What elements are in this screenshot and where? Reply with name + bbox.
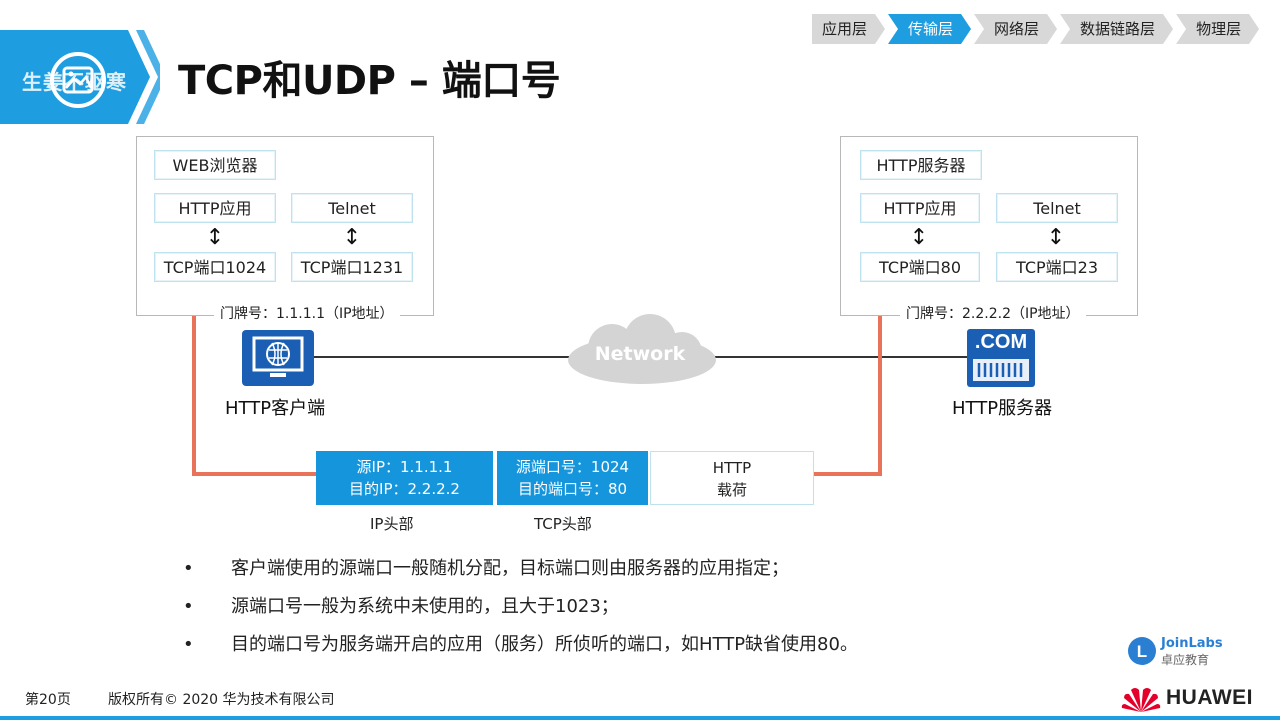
bullet-item: • 源端口号一般为系统中未使用的，且大于1023； [183,594,858,632]
layer-breadcrumb: 应用层传输层网络层数据链路层物理层 [812,14,1262,44]
server-web-icon [967,329,1035,387]
layer-step: 网络层 [974,14,1057,44]
updown-arrow-icon: ↕ [342,225,362,250]
client-tcp-port-http: TCP端口1024 [154,252,276,282]
ip-dst: 目的IP：2.2.2.2 [349,480,460,498]
payload-line1: HTTP [712,459,752,477]
client-label: HTTP客户端 [225,398,326,419]
layer-step: 物理层 [1176,14,1259,44]
http-payload-block: HTTP 载荷 [650,451,814,505]
image-icon [50,52,106,108]
bullet-item: • 客户端使用的源端口一般随机分配，目标端口则由服务器的应用指定； [183,556,858,594]
bullet-text: 目的端口号为服务端开启的应用（服务）所侦听的端口，如HTTP缺省使用80。 [231,634,858,655]
network-label: Network [594,343,686,365]
layer-step: 传输层 [888,14,971,44]
payload-line2: 载荷 [716,481,747,499]
client-address: 门牌号：1.1.1.1（IP地址） [214,303,400,323]
huawei-logo-icon [1121,688,1161,712]
port-dst: 目的端口号：80 [517,480,628,498]
joinlabs-name: JoinLabs [1161,636,1223,651]
tcp-header-label: TCP头部 [534,515,592,533]
bullet-text: 客户端使用的源端口一般随机分配，目标端口则由服务器的应用指定； [231,558,789,579]
inbound-flow-line [814,298,882,476]
updown-arrow-icon: ↕ [205,225,225,250]
svg-text:L: L [1137,642,1147,661]
header-banner: 生姜不驱寒 [0,30,166,124]
bullet-dot: • [183,596,194,617]
server-tcp-port-http: TCP端口80 [860,252,980,282]
bullet-text: 源端口号一般为系统中未使用的，且大于1023； [231,596,619,617]
layer-step: 数据链路层 [1060,14,1173,44]
joinlabs-logo-icon: L [1128,637,1156,665]
server-http-app-box: HTTP应用 [860,193,980,223]
updown-arrow-icon: ↕ [909,225,929,250]
bullet-dot: • [183,558,194,579]
layer-step: 应用层 [812,14,885,44]
updown-arrow-icon: ↕ [1046,225,1066,250]
page-title: TCP和UDP – 端口号 [178,58,561,104]
server-address: 门牌号：2.2.2.2（IP地址） [900,303,1086,323]
bullet-list: • 客户端使用的源端口一般随机分配，目标端口则由服务器的应用指定； • 源端口号一般… [183,556,858,670]
server-label: HTTP服务器 [952,398,1053,419]
client-tcp-port-telnet: TCP端口1231 [291,252,413,282]
ip-src: 源IP：1.1.1.1 [356,458,453,476]
client-app-box: WEB浏览器 [154,150,276,180]
ip-header-block: 源IP：1.1.1.1 目的IP：2.2.2.2 [316,451,493,505]
server-app-box: HTTP服务器 [860,150,982,180]
banner-watermark: 生姜不驱寒 [22,70,127,94]
outbound-flow-line [192,288,316,476]
client-computer-icon [242,330,314,386]
ip-header-label: IP头部 [370,515,414,533]
copyright: 版权所有© 2020 华为技术有限公司 [108,692,335,708]
bullet-item: • 目的端口号为服务端开启的应用（服务）所侦听的端口，如HTTP缺省使用80。 [183,632,858,670]
client-http-app-box: HTTP应用 [154,193,276,223]
joinlabs-cn-name: 卓应教育 [1161,653,1210,667]
network-cloud-icon [568,314,716,384]
tcp-header-block: 源端口号：1024 目的端口号：80 [497,451,648,505]
client-telnet-box: Telnet [291,193,413,223]
bullet-dot: • [183,634,194,655]
huawei-brand: HUAWEI [1166,686,1253,709]
server-logo-text: .COM [974,331,1028,353]
port-src: 源端口号：1024 [515,458,630,476]
page-number: 第20页 [25,692,71,708]
server-telnet-box: Telnet [996,193,1118,223]
bottom-accent-bar [0,716,1280,720]
server-tcp-port-telnet: TCP端口23 [996,252,1118,282]
